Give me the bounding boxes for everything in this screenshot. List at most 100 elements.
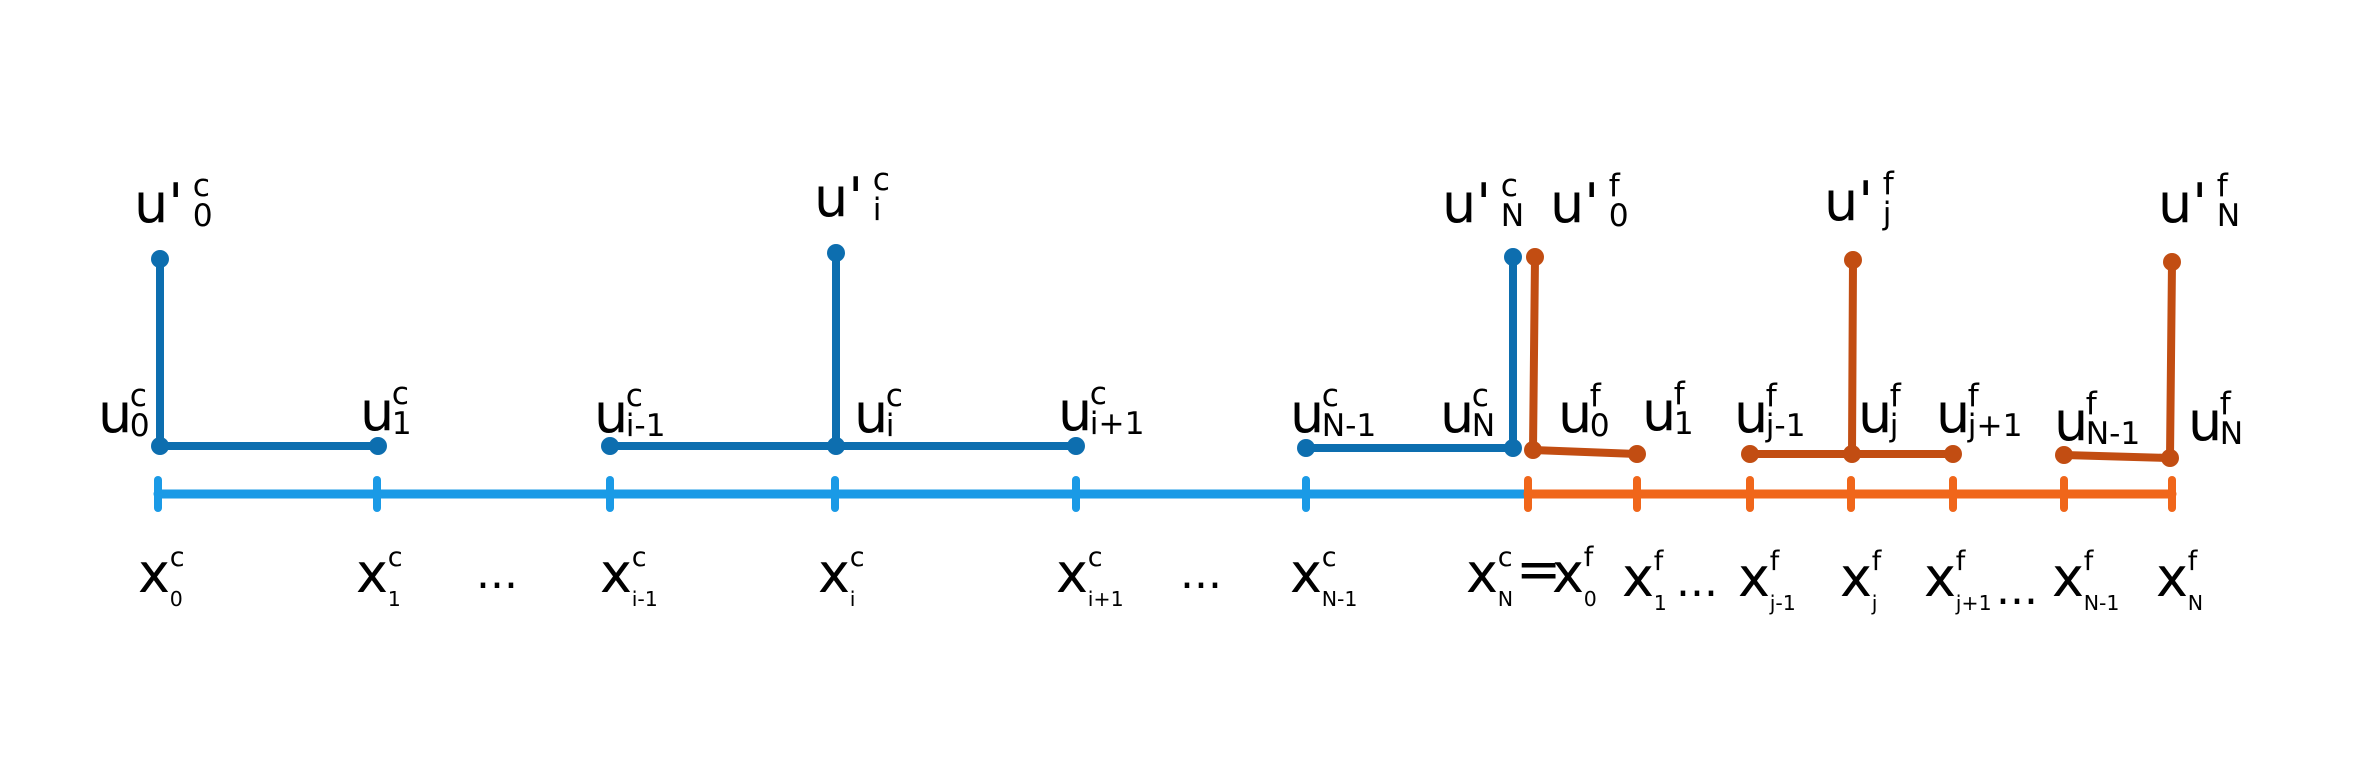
coarse-x-label-4-sup: c — [1088, 542, 1103, 573]
fine-u-label-2-sub: j-1 — [1765, 408, 1806, 444]
coarse-du-label-1-sub: i — [873, 192, 882, 228]
coarse-x-label-1-sup: c — [388, 542, 403, 573]
fine-u-label-3-base: u — [1858, 382, 1892, 445]
coarse-u-label-0-sub: 0 — [130, 408, 150, 444]
coarse-x-label-2-sup: c — [632, 542, 647, 573]
ellipsis-1: ... — [1180, 548, 1222, 599]
fine-du-label-2: u'fN — [2158, 168, 2240, 235]
coarse-u-label-4: uci+1 — [1058, 376, 1145, 443]
fine-u-label-6-sub: N — [2220, 416, 2243, 452]
fine-u-point-N-1 — [2055, 446, 2073, 464]
fine-x-label-1-base: x — [1738, 546, 1770, 609]
coarse-u-label-1: uc1 — [360, 376, 412, 443]
fine-u-label-3-sub: j — [1889, 408, 1899, 444]
fine-du-label-1-base: u' — [1824, 170, 1873, 233]
fine-x-label-0-sup: f — [1654, 546, 1665, 577]
coarse-u-label-6: ucN — [1440, 378, 1495, 445]
coarse-x-label-4-sub: i+1 — [1088, 587, 1124, 611]
ellipsis-3: ... — [1996, 564, 2038, 615]
fine-u-label-2-sup: f — [1766, 378, 1778, 414]
fine-u-point-1 — [1628, 445, 1646, 463]
fine-x-label-5-sup: f — [2188, 546, 2199, 577]
ellipsis-0: ... — [476, 548, 518, 599]
coarse-x-label-2-base: x — [600, 542, 632, 605]
fine-u-label-1-sub: 1 — [1674, 406, 1694, 442]
fine-du-label-0-sup: f — [1609, 168, 1621, 204]
fine-u-label-2-base: u — [1734, 382, 1768, 445]
coarse-u-label-0-base: u — [98, 382, 132, 445]
fine-du-label-1: u'fj — [1824, 166, 1895, 233]
coarse-u-label-4-sub: i+1 — [1090, 406, 1145, 442]
coarse-x-label-3-sub: i — [850, 587, 856, 611]
fine-u-label-4-base: u — [1936, 382, 1970, 445]
fine-du-label-2-sup: f — [2217, 168, 2229, 204]
fine-x-label-0-sub: 1 — [1654, 591, 1667, 615]
coarse-u-label-3-sub: i — [886, 408, 895, 444]
fine-du-label-0: u'f0 — [1550, 168, 1629, 235]
coarse-du-label-1-base: u' — [814, 166, 863, 229]
fine-x-label-5-base: x — [2156, 546, 2188, 609]
fine-x-label-1-sub: j-1 — [1769, 591, 1796, 615]
fine-u-point-j+1 — [1944, 445, 1962, 463]
coarse-u-label-6-sub: N — [1472, 408, 1495, 444]
fine-u-point-j — [1843, 445, 1861, 463]
coarse-x-label-0-sub: 0 — [170, 587, 183, 611]
coarse-du-point-N — [1504, 248, 1522, 266]
fine-u-label-4-sup: f — [1968, 378, 1980, 414]
fine-u-label-5: ufN-1 — [2054, 386, 2140, 453]
coarse-u-label-2-base: u — [594, 382, 628, 445]
fine-u-label-1: uf1 — [1642, 376, 1694, 443]
fine-u-label-6-base: u — [2188, 390, 2222, 453]
coarse-u-point-i-1 — [601, 437, 619, 455]
fine-u-label-2: ufj-1 — [1734, 378, 1806, 445]
fine-du-label-1-sup: f — [1883, 166, 1895, 202]
coarse-u-point-N — [1504, 439, 1522, 457]
fine-segment-N — [2060, 451, 2174, 462]
coarse-u-label-5-sub: N-1 — [1322, 408, 1377, 444]
fine-segment-0-1 — [1529, 446, 1641, 458]
fine-x-label-2-sup: f — [1872, 546, 1883, 577]
coarse-u-label-5-sup: c — [1322, 378, 1339, 414]
coarse-du-label-0-base: u' — [134, 172, 183, 235]
coarse-x-label-1-base: x — [356, 542, 388, 605]
fine-u-point-j-1 — [1741, 445, 1759, 463]
coarse-u-label-6-sup: c — [1472, 378, 1489, 414]
fine-u-label-4: ufj+1 — [1936, 378, 2023, 445]
coarse-du-label-2-base: u' — [1442, 172, 1491, 235]
fine-u-label-5-sup: f — [2086, 386, 2098, 422]
coarse-x-label-5-base: x — [1290, 542, 1322, 605]
fine-du-label-0-base: u' — [1550, 172, 1599, 235]
coarse-x-label-3-base: x — [818, 542, 850, 605]
coarse-u-label-4-sup: c — [1090, 376, 1107, 412]
coarse-u-point-0 — [151, 437, 169, 455]
fine-x-label-3-base: x — [1924, 546, 1956, 609]
coarse-u-point-1 — [369, 437, 387, 455]
coarse-x-label-4-base: x — [1056, 542, 1088, 605]
fine-u-point-0 — [1524, 441, 1542, 459]
coarse-u-point-i+1 — [1067, 437, 1085, 455]
fine-u-label-3: ufj — [1858, 378, 1902, 445]
coarse-x-label-0-sup: c — [170, 542, 185, 573]
fine-du-label-2-sub: N — [2217, 198, 2240, 234]
coarse-du-label-0-sup: c — [193, 168, 210, 204]
coarse-u-point-N-1 — [1297, 439, 1315, 457]
fine-x-label-5-sub: N — [2188, 591, 2203, 615]
coarse-x-label-3-sup: c — [850, 542, 865, 573]
coarse-u-label-1-base: u — [360, 380, 394, 443]
fine-x-label-4-sup: f — [2084, 546, 2095, 577]
fine-u-label-6-sup: f — [2220, 386, 2232, 422]
fine-du-point-j — [1844, 251, 1862, 269]
coarse-x-label-5-sup: c — [1322, 542, 1337, 573]
coarse-du-label-0: u'c0 — [134, 168, 213, 235]
fine-u-point-N — [2161, 449, 2179, 467]
